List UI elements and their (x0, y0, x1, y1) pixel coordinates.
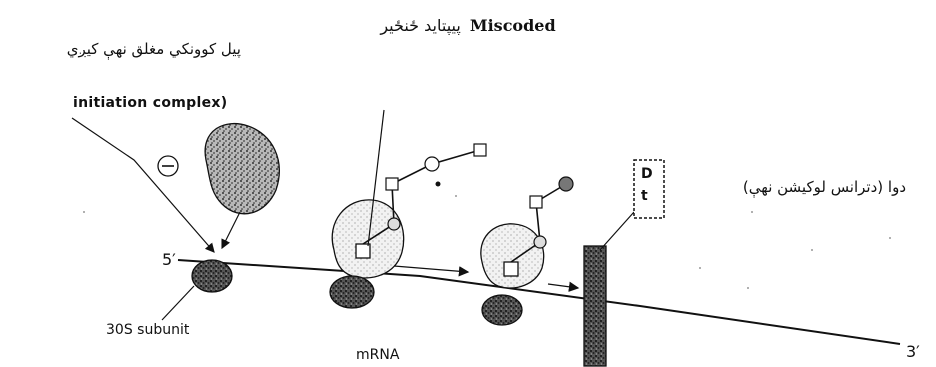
diagram-title: پیپتاید ځنځیر Miscoded (0, 16, 936, 35)
mrna-strand (177, 259, 901, 345)
drug-box-letter-d: D (641, 166, 653, 182)
large-subunit-free (204, 122, 280, 215)
peptide-unit-3 (473, 143, 487, 157)
peptide-unit-1 (385, 177, 399, 191)
ribosome-1-small (329, 275, 375, 309)
ribosome-1 (329, 109, 487, 309)
label-5-prime: 5′ (162, 250, 176, 269)
minus-circle-icon (157, 155, 179, 177)
ribosome-2-large (480, 223, 545, 289)
label-3-prime: 3′ (906, 342, 920, 361)
peptide-unit-4 (529, 195, 543, 209)
drug-block (583, 245, 607, 367)
ribosome-1-site (355, 243, 371, 259)
ribosome-2-trna (533, 235, 547, 249)
ribosome-1-trna (387, 217, 401, 231)
ribosome-1-large (331, 199, 405, 279)
label-mrna: mRNA (356, 347, 400, 363)
title-english: Miscoded (469, 16, 556, 35)
label-initiation-blocked: پیل کوونکي مغلق نهې کيږي (66, 40, 241, 58)
pointer-initiation (71, 117, 215, 253)
pointer-peptide (367, 109, 385, 247)
label-30s-subunit: 30S subunit (106, 322, 190, 338)
small-subunit-30s (191, 259, 233, 293)
label-drug-translocation: دوا (دترانس لوکیشن نهې) (742, 178, 906, 196)
background-speckles (83, 195, 891, 289)
drug-label-box (633, 159, 665, 219)
ribosome-2 (480, 176, 574, 326)
ribosome-2-site (503, 261, 519, 277)
peptide-dot (435, 181, 441, 187)
drug-box-letter-t: t (641, 188, 648, 204)
ribosome-2-small (481, 294, 523, 326)
label-initiation-complex: initiation complex) (73, 95, 228, 111)
pointer-30s-label (161, 285, 195, 321)
peptide-unit-2 (424, 156, 440, 172)
ribosome-2-chain (510, 183, 567, 263)
arrow-translocation-1 (393, 265, 470, 277)
pointer-drug-box (599, 211, 635, 251)
title-urdu: پیپتاید ځنځیر (380, 16, 461, 35)
peptide-unit-5 (558, 176, 574, 192)
pointer-subunit-join (221, 211, 241, 250)
arrow-translocation-2 (547, 281, 580, 292)
